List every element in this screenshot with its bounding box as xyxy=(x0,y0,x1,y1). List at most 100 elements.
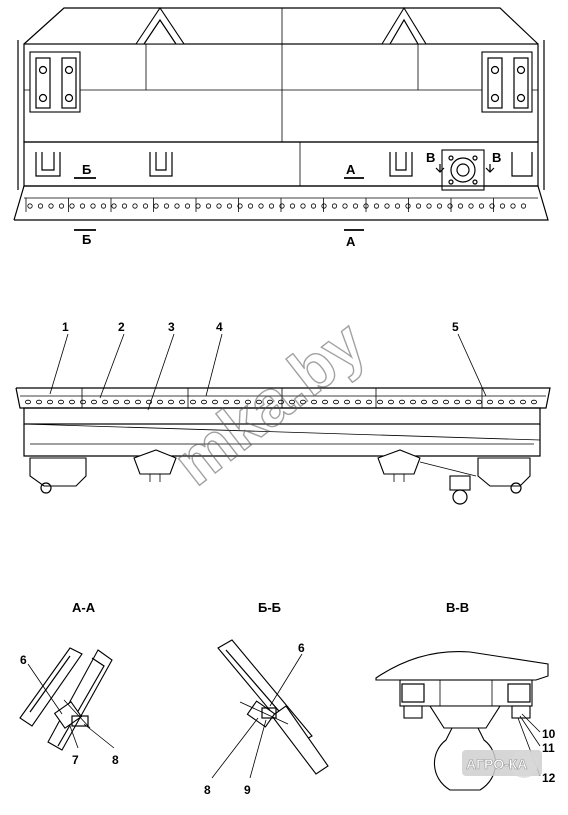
knife-bolt xyxy=(405,203,411,209)
blade-bolt xyxy=(113,399,120,405)
knife-bolt xyxy=(268,203,275,209)
knife-bolt xyxy=(520,203,527,209)
blade-bolt xyxy=(266,399,273,405)
blade-bolt xyxy=(80,399,87,405)
knife-bolt xyxy=(510,203,516,209)
blade-bolt xyxy=(531,399,538,405)
callout-3: 3 xyxy=(168,320,175,334)
blade-bolt xyxy=(24,399,31,405)
knife-bolt xyxy=(436,203,443,209)
blade-bolt xyxy=(156,399,163,405)
blade-bolt xyxy=(497,399,504,405)
blade-bolt xyxy=(145,399,152,405)
blade-bolt xyxy=(189,399,196,405)
knife-bolt xyxy=(468,203,474,209)
blade-bolt xyxy=(211,399,218,405)
blade-bolt xyxy=(222,399,229,405)
blade-bolt xyxy=(91,399,98,405)
callout-vv-12: 12 xyxy=(542,771,556,785)
cut-mark-a-bottom: А xyxy=(346,234,356,249)
blade-bolt xyxy=(58,399,65,405)
knife-bolt xyxy=(184,203,191,209)
cut-mark-a-top: А xyxy=(346,162,356,177)
blade-bolt xyxy=(464,399,471,405)
callout-vv-11: 11 xyxy=(542,741,555,755)
section-title-vv: В-В xyxy=(446,600,469,615)
knife-bolt xyxy=(69,203,75,209)
section-bb xyxy=(217,639,329,775)
logo-text: АГРО-КА xyxy=(466,756,527,772)
logo-badge: АГРО-КА xyxy=(462,750,542,778)
section-title-aa: А-А xyxy=(72,600,96,615)
callout-2: 2 xyxy=(118,320,125,334)
knife-bolt xyxy=(499,203,506,209)
knife-bolt xyxy=(163,203,170,209)
callout-5: 5 xyxy=(452,320,459,334)
knife-bolt xyxy=(37,203,44,209)
knife-bolt xyxy=(216,203,222,209)
knife-bolt xyxy=(394,203,401,209)
knife-bolt xyxy=(205,203,212,209)
knife-bolt xyxy=(58,203,65,209)
cut-mark-v-left: В xyxy=(426,150,435,165)
blade-bolt xyxy=(310,399,317,405)
blade-bolt xyxy=(409,399,416,405)
knife-bolt xyxy=(226,203,233,209)
blade-bolt xyxy=(321,399,328,405)
knife-bolt xyxy=(111,203,117,209)
blade-bolt xyxy=(233,399,240,405)
knife-bolt xyxy=(132,203,138,209)
blade-bolt xyxy=(420,399,427,405)
blade-bolt xyxy=(255,399,262,405)
knife-bolt xyxy=(310,203,317,209)
knife-bolt xyxy=(342,203,348,209)
knife-bolt xyxy=(121,203,128,209)
knife-bolt xyxy=(90,203,96,209)
knife-bolt xyxy=(153,203,159,209)
blade-bolt xyxy=(288,399,295,405)
cut-mark-b-bottom: Б xyxy=(82,232,91,247)
front-view xyxy=(15,387,551,505)
knife-bolt xyxy=(48,203,54,209)
blade-bolt xyxy=(486,399,493,405)
knife-bolt xyxy=(79,203,86,209)
knife-bolt xyxy=(300,203,306,209)
knife-bolt xyxy=(352,203,359,209)
watermark-text: mka.by xyxy=(160,306,378,499)
knife-bolt xyxy=(247,203,254,209)
blade-bolt xyxy=(332,399,339,405)
knife-bolt xyxy=(27,203,33,209)
blade-bolt xyxy=(442,399,449,405)
callout-bb-8: 8 xyxy=(204,783,211,797)
knife-bolt xyxy=(195,203,201,209)
callout-bb-6: 6 xyxy=(298,641,305,655)
knife-bolt xyxy=(258,203,264,209)
knife-bolt xyxy=(321,203,327,209)
knife-bolt xyxy=(289,203,296,209)
callout-aa-8: 8 xyxy=(112,753,119,767)
knife-bolt xyxy=(331,203,338,209)
blade-bolt xyxy=(47,399,54,405)
callout-bb-9: 9 xyxy=(244,783,251,797)
knife-bolt xyxy=(457,203,464,209)
knife-bolt xyxy=(373,203,380,209)
blade-bolt xyxy=(134,399,141,405)
knife-bolt xyxy=(478,203,485,209)
blade-bolt xyxy=(343,399,350,405)
blade-bolt xyxy=(36,399,43,405)
callout-aa-7: 7 xyxy=(72,753,79,767)
knife-bolt xyxy=(489,203,495,209)
blade-bolt xyxy=(244,399,251,405)
blade-bolt xyxy=(376,399,383,405)
blade-bolt xyxy=(167,399,174,405)
knife-bolt xyxy=(174,203,180,209)
blade-bolt xyxy=(124,399,131,405)
blade-bolt xyxy=(178,399,185,405)
blade-bolt xyxy=(354,399,361,405)
section-title-bb: Б-Б xyxy=(258,600,281,615)
blade-bolt xyxy=(299,399,306,405)
blade-bolt xyxy=(365,399,372,405)
knife-bolt xyxy=(415,203,422,209)
section-vv xyxy=(375,651,549,791)
